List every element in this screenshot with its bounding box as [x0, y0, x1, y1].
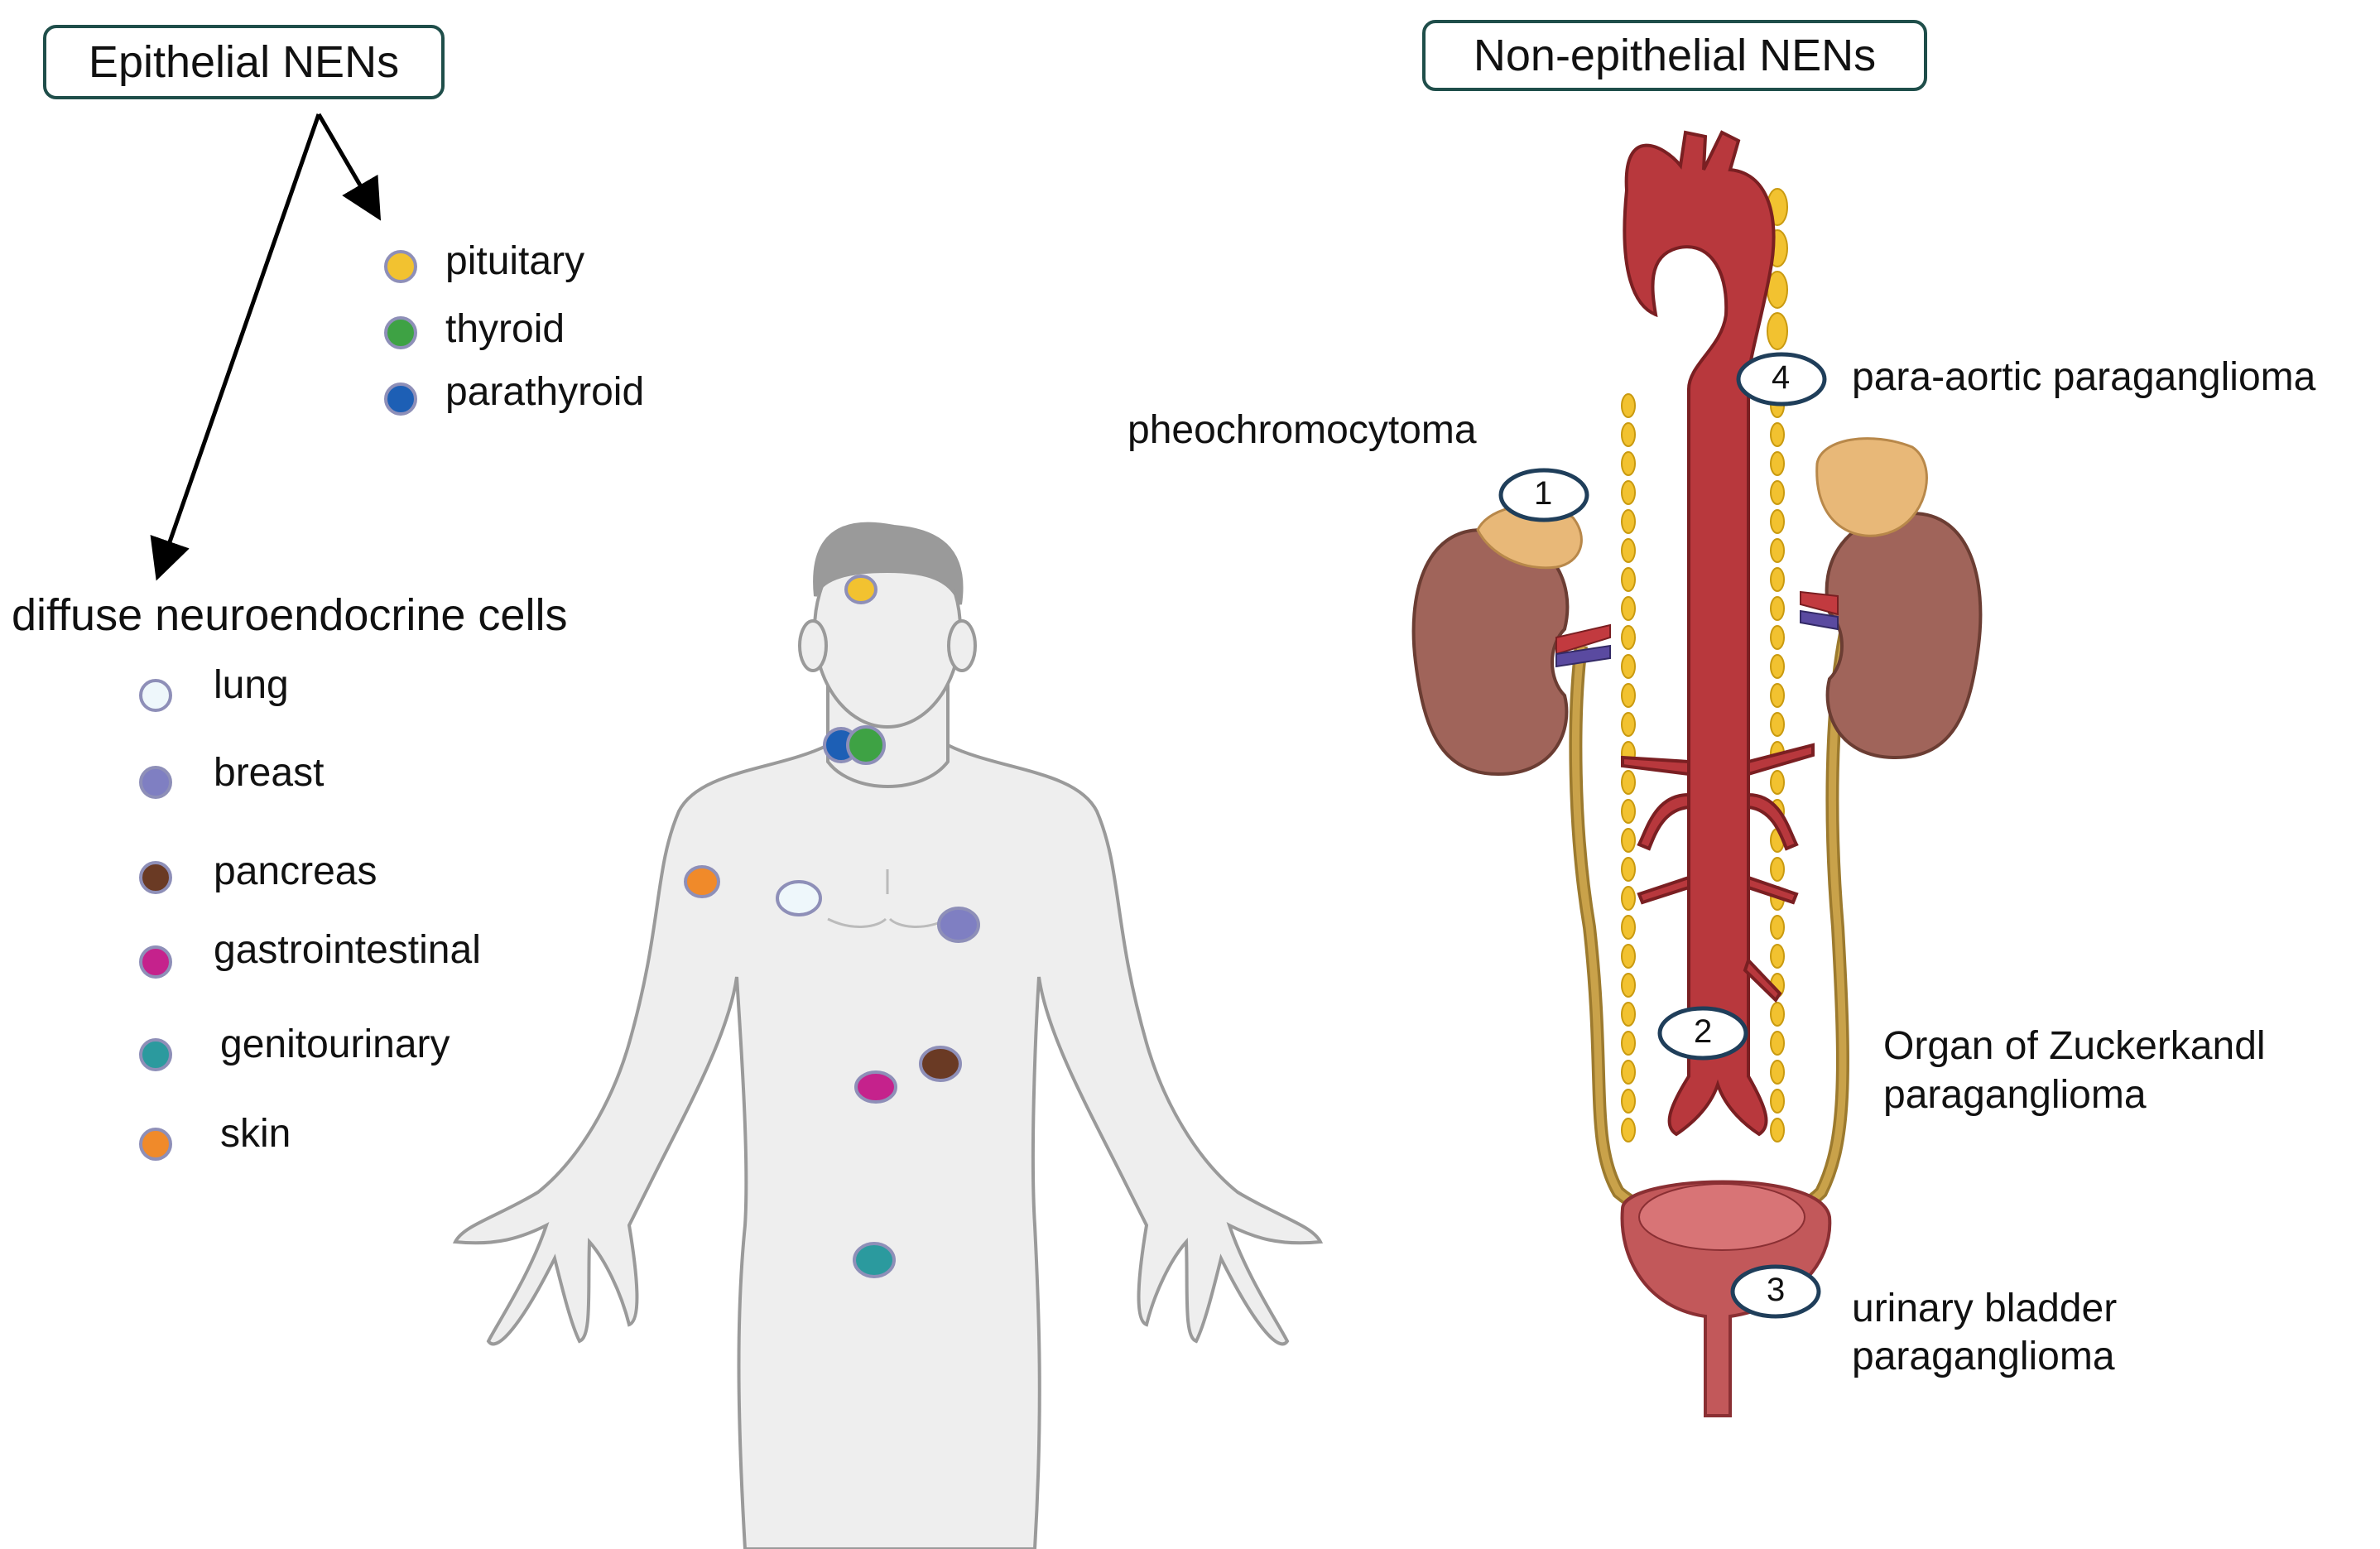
label-para-aortic-paraganglioma: para-aortic paraganglioma — [1852, 355, 2316, 399]
arrow-to-endocrine — [316, 113, 382, 221]
marker-thyroid — [846, 725, 886, 765]
legend-label-genitourinary: genitourinary — [220, 1022, 450, 1066]
retroperitoneal-anatomy — [1411, 130, 1983, 1417]
arrow-to-diffuse — [150, 113, 321, 581]
badge-1 — [1498, 468, 1589, 522]
legend-dot-parathyroid — [384, 382, 417, 416]
legend-dot-genitourinary — [139, 1038, 172, 1071]
diffuse-cells-title: diffuse neuroendocrine cells — [12, 590, 568, 640]
marker-skin — [684, 865, 720, 898]
right-kidney — [1800, 437, 1983, 760]
legend-label-parathyroid: parathyroid — [445, 370, 645, 414]
marker-gastrointestinal — [854, 1070, 897, 1104]
marker-pituitary — [844, 575, 877, 604]
legend-label-pituitary: pituitary — [445, 239, 585, 283]
legend-label-pancreas: pancreas — [214, 849, 377, 893]
legend-dot-pancreas — [139, 861, 172, 894]
legend-label-thyroid: thyroid — [445, 307, 565, 351]
body-organ-markers — [684, 575, 980, 1278]
non-epithelial-nens-title: Non-epithelial NENs — [1422, 20, 1927, 91]
left-kidney — [1411, 504, 1611, 777]
label-pheochromocytoma: pheochromocytoma — [1127, 408, 1477, 452]
legend-label-skin: skin — [220, 1112, 291, 1156]
label-zuckerkandl-line1: Organ of Zuckerkandl — [1883, 1024, 2266, 1068]
site-badges — [1498, 352, 1827, 1319]
badge-number-3: 3 — [1767, 1272, 1786, 1308]
badge-3 — [1730, 1264, 1821, 1319]
badge-number-1: 1 — [1534, 475, 1553, 512]
legend-dot-lung — [139, 679, 172, 712]
human-body-figure — [452, 522, 1324, 1549]
legend-dot-skin — [139, 1128, 172, 1161]
legend-label-breast: breast — [214, 751, 325, 795]
marker-genitourinary — [853, 1242, 896, 1278]
marker-pancreas — [919, 1046, 962, 1082]
marker-breast — [937, 907, 980, 943]
legend-dot-thyroid — [384, 316, 417, 349]
legend-dot-pituitary — [384, 250, 417, 283]
label-zuckerkandl-line2: paraganglioma — [1883, 1073, 2147, 1117]
badge-number-2: 2 — [1694, 1013, 1713, 1050]
label-bladder-line1: urinary bladder — [1852, 1287, 2118, 1330]
paraganglia-chain-left — [1621, 393, 1636, 1143]
badge-number-4: 4 — [1772, 359, 1791, 396]
legend-dot-gastrointestinal — [139, 945, 172, 979]
legend-dot-breast — [139, 766, 172, 799]
marker-lung — [776, 880, 822, 916]
badge-4 — [1736, 352, 1827, 406]
aorta — [1621, 130, 1815, 1137]
badge-2 — [1657, 1006, 1748, 1061]
legend-label-lung: lung — [214, 663, 289, 707]
legend-label-gastrointestinal: gastrointestinal — [214, 928, 481, 972]
epithelial-nens-title: Epithelial NENs — [43, 25, 445, 99]
label-bladder-line2: paraganglioma — [1852, 1335, 2115, 1378]
